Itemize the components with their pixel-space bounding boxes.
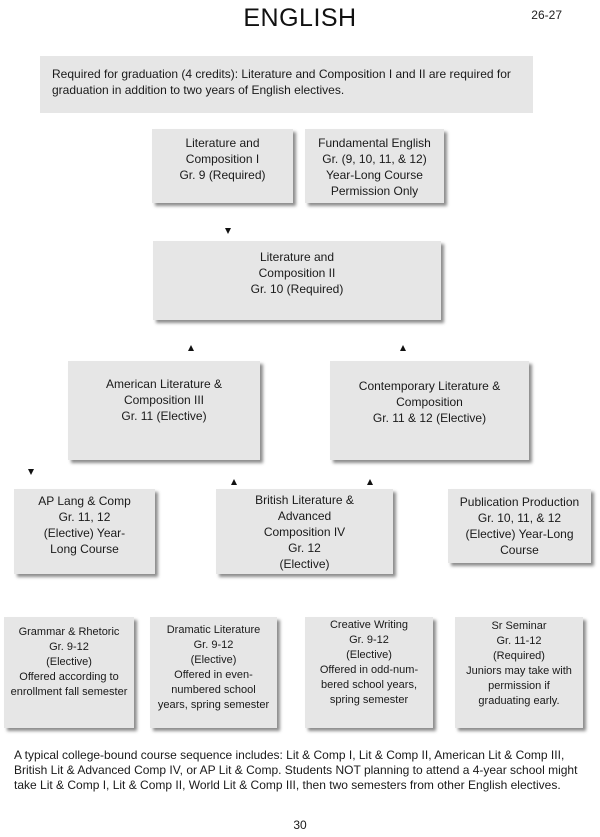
course-label: American Literature & Composition III Gr… xyxy=(105,377,223,423)
page-title: ENGLISH xyxy=(243,4,357,32)
arrow-up-icon xyxy=(231,479,237,485)
course-british-lit: British Literature & Advanced Compositio… xyxy=(216,489,393,574)
course-american-lit: American Literature & Composition III Gr… xyxy=(68,361,260,460)
course-sequence-note: A typical college-bound course sequence … xyxy=(14,748,578,792)
course-ap-lang: AP Lang & Comp Gr. 11, 12 (Elective) Yea… xyxy=(14,489,155,574)
course-contemporary-lit: Contemporary Literature & Composition Gr… xyxy=(330,361,529,460)
course-label: Literature and Composition I Gr. 9 (Requ… xyxy=(179,136,266,182)
course-label: British Literature & Advanced Compositio… xyxy=(255,493,354,571)
course-lit-comp-1: Literature and Composition I Gr. 9 (Requ… xyxy=(152,129,293,203)
course-label: Grammar & Rhetoric Gr. 9-12 (Elective) O… xyxy=(10,626,128,698)
course-label: Fundamental English Gr. (9, 10, 11, & 12… xyxy=(318,136,431,198)
course-publication-production: Publication Production Gr. 10, 11, & 12 … xyxy=(448,489,591,563)
arrow-up-icon xyxy=(400,345,406,351)
course-label: AP Lang & Comp Gr. 11, 12 (Elective) Yea… xyxy=(38,494,131,556)
page-number: 30 xyxy=(293,818,307,832)
course-fundamental-english: Fundamental English Gr. (9, 10, 11, & 12… xyxy=(305,129,444,203)
course-creative-writing: Creative Writing Gr. 9-12 (Elective) Off… xyxy=(305,617,433,728)
school-year: 26-27 xyxy=(531,8,562,22)
course-grammar-rhetoric: Grammar & Rhetoric Gr. 9-12 (Elective) O… xyxy=(4,617,134,728)
course-label: Contemporary Literature & Composition Gr… xyxy=(358,379,501,425)
course-dramatic-lit: Dramatic Literature Gr. 9-12 (Elective) … xyxy=(150,617,277,728)
arrow-up-icon xyxy=(367,479,373,485)
course-label: Publication Production Gr. 10, 11, & 12 … xyxy=(459,495,580,557)
course-label: Dramatic Literature Gr. 9-12 (Elective) … xyxy=(157,624,270,711)
course-lit-comp-2: Literature and Composition II Gr. 10 (Re… xyxy=(153,241,441,320)
arrow-up-icon xyxy=(188,345,194,351)
arrow-down-icon xyxy=(28,469,34,475)
graduation-requirement-box: Required for graduation (4 credits): Lit… xyxy=(40,56,533,113)
course-sr-seminar: Sr Seminar Gr. 11-12 (Required) Juniors … xyxy=(455,617,583,728)
course-label: Creative Writing Gr. 9-12 (Elective) Off… xyxy=(319,619,419,706)
arrow-down-icon xyxy=(225,228,231,234)
course-label: Sr Seminar Gr. 11-12 (Required) Juniors … xyxy=(466,620,572,707)
course-label: Literature and Composition II Gr. 10 (Re… xyxy=(250,250,344,296)
